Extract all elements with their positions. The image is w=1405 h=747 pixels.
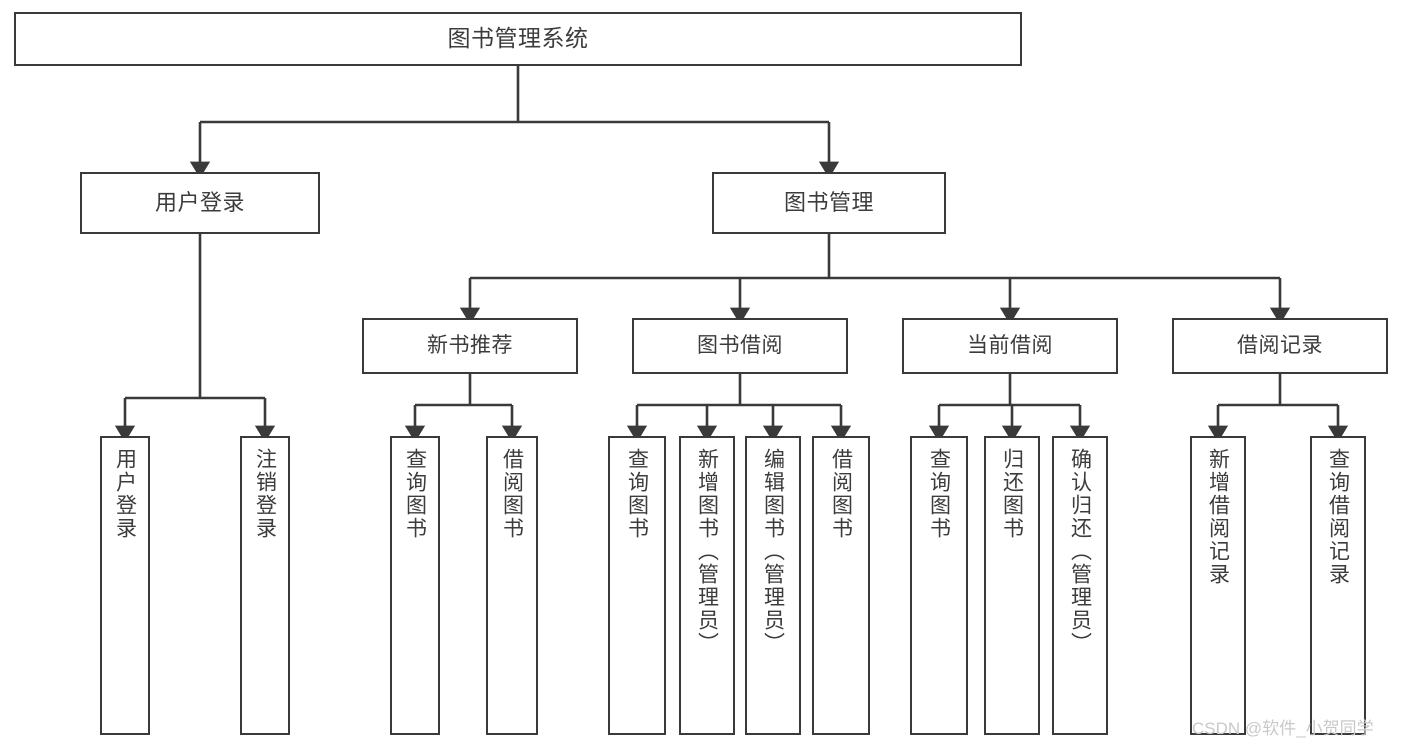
csdn-watermark: CSDN @软件_小贺同学: [1192, 719, 1374, 738]
node-leaf-query-record-label: 查询借阅记录: [1326, 448, 1350, 586]
node-leaf-query-book-1-label: 查询图书: [403, 448, 427, 540]
node-leaf-return-book-label: 归还图书: [1000, 448, 1024, 540]
node-leaf-query-record[interactable]: 查询借阅记录: [1310, 436, 1366, 735]
node-book-manage-label: 图书管理: [783, 190, 874, 216]
node-leaf-confirm-return[interactable]: 确认归还（管理员）: [1052, 436, 1108, 735]
node-leaf-edit-book[interactable]: 编辑图书（管理员）: [745, 436, 801, 735]
node-leaf-add-book-label: 新增图书（管理员）: [695, 448, 719, 655]
node-leaf-add-record[interactable]: 新增借阅记录: [1190, 436, 1246, 735]
node-leaf-user-login[interactable]: 用户登录: [100, 436, 150, 735]
node-leaf-query-book-2-label: 查询图书: [625, 448, 649, 540]
node-leaf-borrow-book-2[interactable]: 借阅图书: [812, 436, 870, 735]
node-leaf-logout-label: 注销登录: [253, 448, 277, 540]
node-borrow-record-label: 借阅记录: [1237, 333, 1323, 357]
node-leaf-query-book-1[interactable]: 查询图书: [390, 436, 440, 735]
node-leaf-query-book-3-label: 查询图书: [927, 448, 951, 540]
node-leaf-borrow-book-1-label: 借阅图书: [500, 448, 524, 540]
node-borrow-record[interactable]: 借阅记录: [1172, 318, 1388, 374]
node-new-book-rec-label: 新书推荐: [427, 333, 513, 357]
node-book-borrow-label: 图书借阅: [697, 333, 783, 357]
node-leaf-borrow-book-1[interactable]: 借阅图书: [486, 436, 538, 735]
node-leaf-logout[interactable]: 注销登录: [240, 436, 290, 735]
node-user-login-label: 用户登录: [154, 190, 245, 216]
node-leaf-query-book-3[interactable]: 查询图书: [910, 436, 968, 735]
node-leaf-edit-book-label: 编辑图书（管理员）: [761, 448, 785, 655]
node-leaf-add-record-label: 新增借阅记录: [1206, 448, 1230, 586]
node-leaf-add-book[interactable]: 新增图书（管理员）: [679, 436, 735, 735]
node-root-label: 图书管理系统: [447, 25, 589, 52]
node-book-borrow[interactable]: 图书借阅: [632, 318, 848, 374]
node-leaf-query-book-2[interactable]: 查询图书: [608, 436, 666, 735]
node-leaf-return-book[interactable]: 归还图书: [984, 436, 1040, 735]
node-book-manage[interactable]: 图书管理: [712, 172, 946, 234]
node-current-borrow-label: 当前借阅: [967, 333, 1053, 357]
node-leaf-user-login-label: 用户登录: [113, 448, 137, 540]
node-leaf-borrow-book-2-label: 借阅图书: [829, 448, 853, 540]
node-current-borrow[interactable]: 当前借阅: [902, 318, 1118, 374]
node-leaf-confirm-return-label: 确认归还（管理员）: [1068, 448, 1092, 655]
node-user-login[interactable]: 用户登录: [80, 172, 320, 234]
node-root[interactable]: 图书管理系统: [14, 12, 1022, 66]
node-new-book-rec[interactable]: 新书推荐: [362, 318, 578, 374]
